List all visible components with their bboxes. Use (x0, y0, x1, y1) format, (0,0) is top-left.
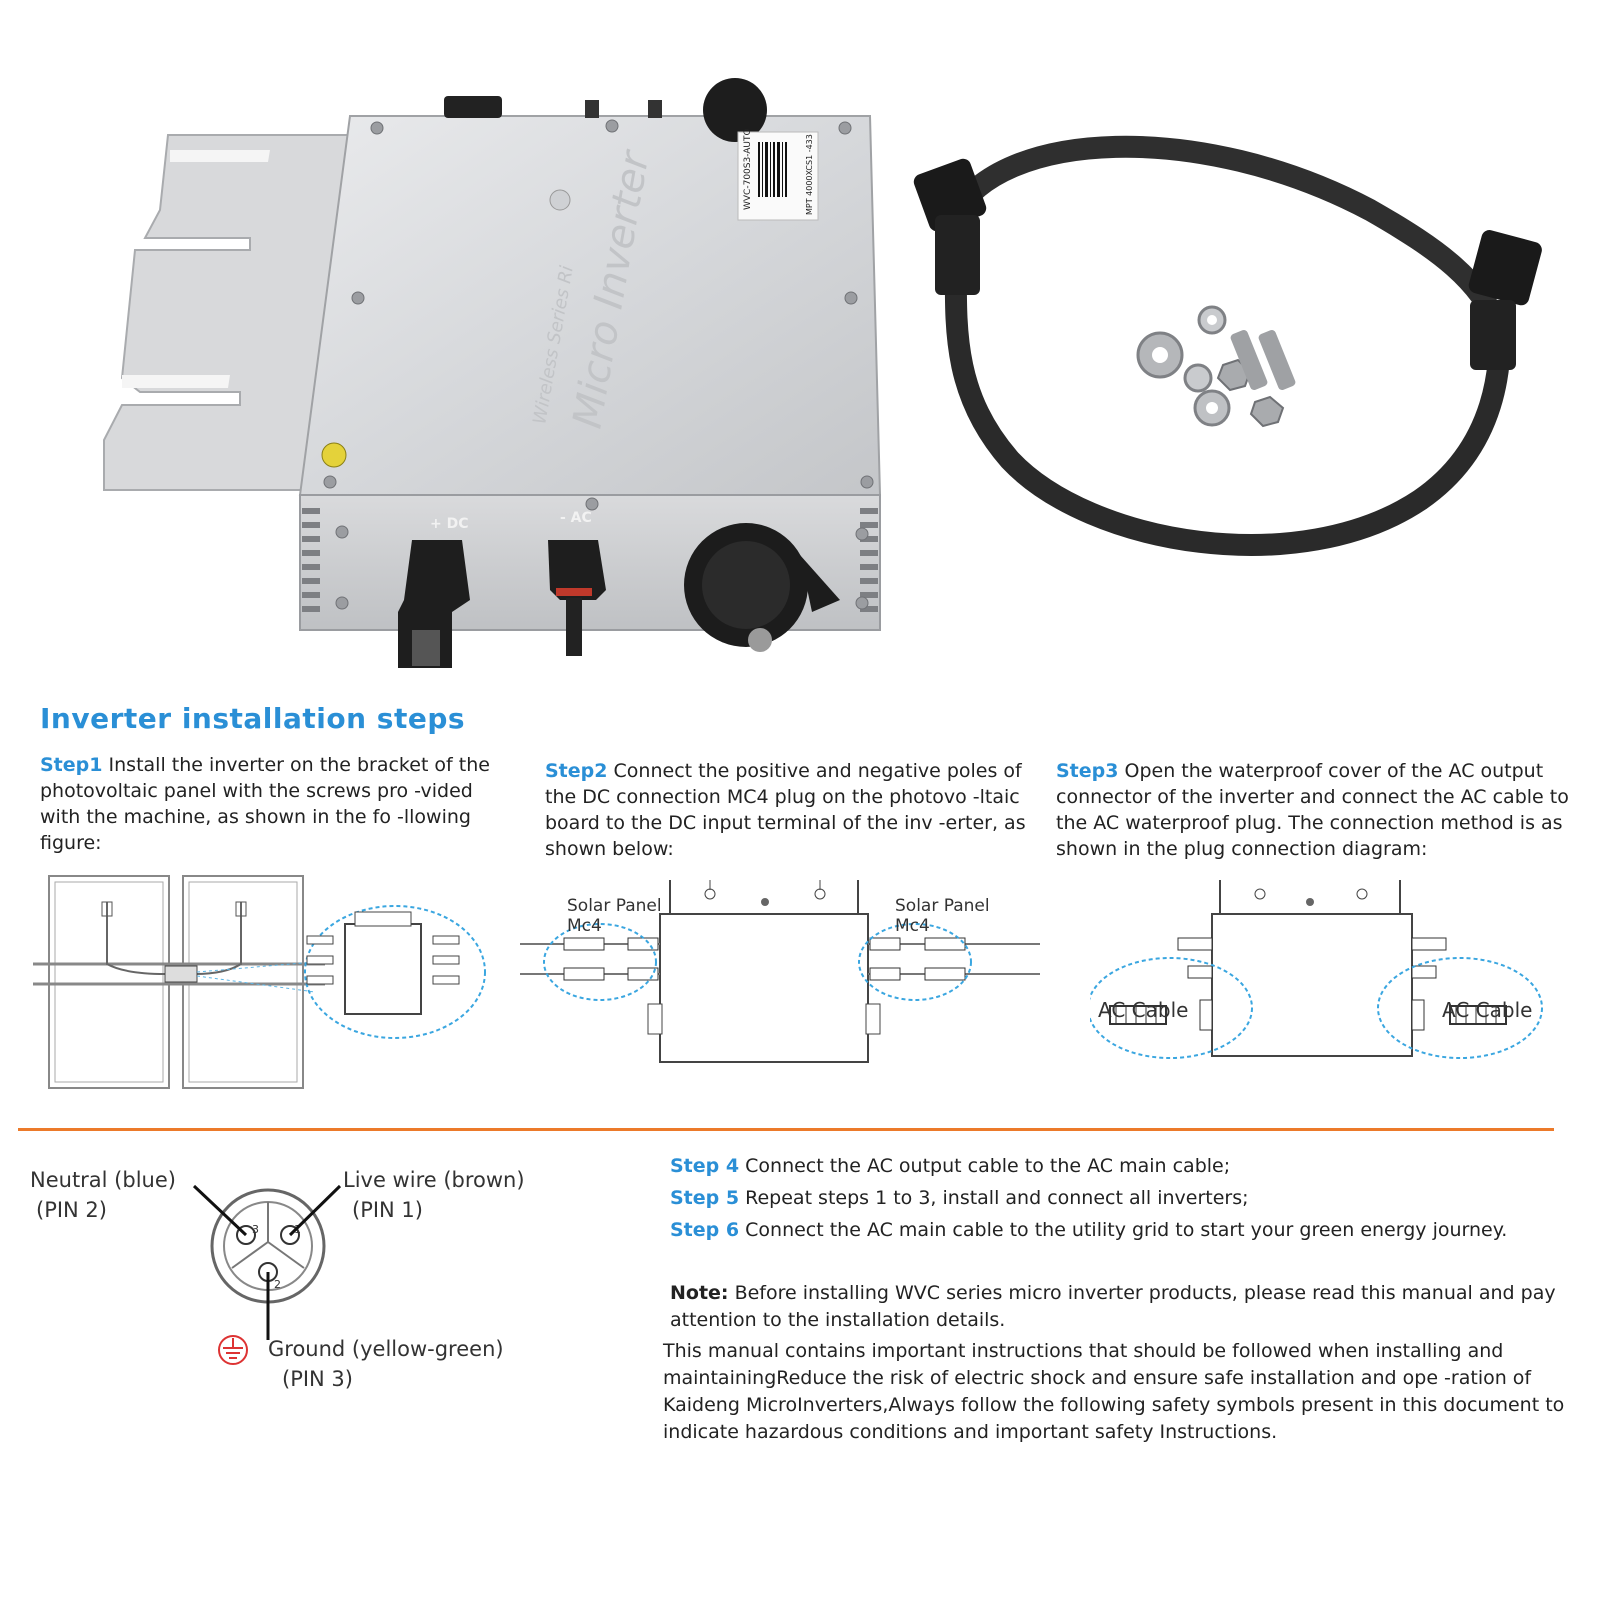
step6-body: Connect the AC main cable to the utility… (739, 1219, 1508, 1241)
mounting-bracket (103, 134, 352, 491)
dc-port-label: + DC (430, 516, 469, 532)
dc-right-label-1: Solar Panel (895, 896, 990, 916)
step4-label: Step 4 (670, 1155, 740, 1177)
step1-label: Step1 (40, 754, 103, 776)
step1-text: Step1 Install the inverter on the bracke… (40, 752, 510, 856)
step5-body: Repeat steps 1 to 3, install and connect… (739, 1187, 1249, 1209)
step5-line: Step 5 Repeat steps 1 to 3, install and … (670, 1182, 1590, 1214)
product-photo: WVC-700S3-AUTO MPT 4000XCS1 -433 Micro I… (103, 78, 1542, 668)
ac-output-connector (684, 523, 840, 652)
ground-label: Ground (yellow-green) (268, 1337, 504, 1361)
live-label: Live wire (brown) (343, 1168, 525, 1192)
step3-body: Open the waterproof cover of the AC outp… (1056, 760, 1569, 860)
step6-label: Step 6 (670, 1219, 740, 1241)
dc-left-label-1: Solar Panel (567, 896, 662, 916)
section-title: Inverter installation steps (40, 702, 466, 735)
note-body: Before installing WVC series micro inver… (670, 1282, 1556, 1331)
cable-connector-left (913, 158, 987, 295)
step4-line: Step 4 Connect the AC output cable to th… (670, 1150, 1590, 1182)
dc-connection-diagram: Solar Panel Mc4 Solar Panel Mc4 (520, 873, 1040, 1080)
mounting-diagram (25, 872, 495, 1092)
live-pin-label: (PIN 1) (352, 1198, 423, 1222)
dc-right-label-2: Mc4 (895, 916, 930, 936)
neutral-pin-label: (PIN 2) (36, 1198, 107, 1222)
step2-text: Step2 Connect the positive and negative … (545, 758, 1045, 862)
product-label: WVC-700S3-AUTO MPT 4000XCS1 -433 (737, 128, 819, 221)
step5-label: Step 5 (670, 1187, 740, 1209)
note-paragraph: Note: Before installing WVC series micro… (670, 1280, 1600, 1334)
cable-connector-right (1468, 230, 1542, 370)
note-label: Note: (670, 1282, 729, 1304)
final-steps: Step 4 Connect the AC output cable to th… (670, 1150, 1590, 1246)
dc-left-label-2: Mc4 (567, 916, 602, 936)
step1-body: Install the inverter on the bracket of t… (40, 754, 490, 854)
step3-text: Step3 Open the waterproof cover of the A… (1056, 758, 1596, 862)
section-divider (18, 1128, 1554, 1131)
step2-body: Connect the positive and negative poles … (545, 760, 1026, 860)
ac-cable (944, 135, 1511, 556)
manual-paragraph: This manual contains important instructi… (663, 1340, 1565, 1443)
ac-connection-diagram: AC Cable AC Cable (1087, 873, 1550, 1080)
pin-2-label: 2 (274, 1278, 281, 1291)
step3-label: Step3 (1056, 760, 1119, 782)
plug-pin-diagram: 3 1 2 Neutral (blue) (PIN 2) Live wire (… (20, 1168, 590, 1440)
ac-left-label: AC Cable (1098, 998, 1189, 1022)
dc-connector-positive (398, 540, 470, 668)
step2-label: Step2 (545, 760, 608, 782)
ground-icon (218, 1335, 248, 1365)
dc-connector-negative (548, 540, 606, 656)
step6-line: Step 6 Connect the AC main cable to the … (670, 1214, 1590, 1246)
label-text-2: MPT 4000XCS1 -433 (805, 134, 814, 215)
ac-right-label: AC Cable (1442, 998, 1533, 1022)
ground-pin-label: (PIN 3) (282, 1367, 353, 1391)
pin-3-label: 3 (252, 1223, 259, 1236)
label-text-1: WVC-700S3-AUTO (743, 128, 753, 210)
neutral-label: Neutral (blue) (30, 1168, 176, 1192)
ac-port-label: - AC (560, 510, 592, 526)
step4-body: Connect the AC output cable to the AC ma… (739, 1155, 1231, 1177)
hardware-kit (1136, 305, 1296, 428)
